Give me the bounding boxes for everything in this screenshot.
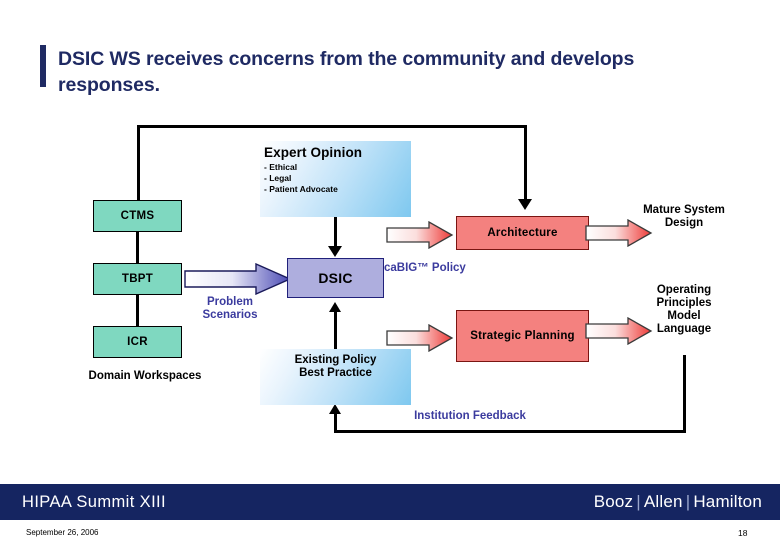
institution-feedback-label: Institution Feedback bbox=[414, 410, 526, 422]
dsic-label: DSIC bbox=[318, 270, 353, 286]
connector-top-vertical-right bbox=[524, 125, 527, 202]
architecture-to-mature-arrow-icon bbox=[585, 219, 653, 247]
output-box-architecture[interactable]: Architecture bbox=[456, 216, 589, 250]
problem-scenarios-label-line2: Scenarios bbox=[202, 309, 258, 321]
problem-scenarios-arrow-icon bbox=[184, 263, 292, 295]
connector-top-arrowhead-icon bbox=[518, 199, 532, 210]
existing-policy-line1: Existing Policy bbox=[294, 354, 377, 366]
right-label-mature-system-line1: Mature System bbox=[643, 204, 725, 216]
dsic-node[interactable]: DSIC bbox=[287, 258, 384, 298]
expert-opinion-bullet-ethical: - Ethical bbox=[264, 162, 298, 172]
expert-opinion-bullet-patient-advocate: - Patient Advocate bbox=[264, 184, 338, 194]
connector-feedback-vertical-right bbox=[683, 355, 686, 433]
connector-workspaces-spine bbox=[136, 231, 139, 263]
domain-workspaces-group-label: Domain Workspaces bbox=[88, 370, 202, 382]
right-label-mature-system-line2: Design bbox=[664, 217, 704, 229]
connector-top-horizontal bbox=[137, 125, 527, 128]
dsic-to-strategic-arrow-icon bbox=[386, 324, 454, 352]
expert-opinion-panel[interactable] bbox=[260, 141, 411, 217]
footer-date: September 26, 2006 bbox=[26, 528, 99, 537]
workspace-label-tbpt: TBPT bbox=[121, 273, 154, 285]
brand-logo-part-hamilton: Hamilton bbox=[693, 492, 762, 511]
connector-expert-to-dsic bbox=[334, 216, 337, 249]
connector-feedback-vertical-left bbox=[334, 413, 337, 433]
existing-policy-panel[interactable] bbox=[260, 349, 411, 405]
connector-policy-to-dsic bbox=[334, 310, 337, 350]
expert-opinion-bullet-legal: - Legal bbox=[264, 173, 292, 183]
right-label-operating-line3: Model bbox=[667, 310, 701, 322]
right-label-operating-line4: Language bbox=[656, 323, 712, 335]
brand-logo-separator-1: | bbox=[636, 492, 641, 511]
problem-scenarios-label-line1: Problem bbox=[206, 296, 253, 308]
right-label-operating-line2: Principles bbox=[656, 297, 712, 309]
workspace-label-ctms: CTMS bbox=[120, 210, 155, 222]
right-label-operating-line1: Operating bbox=[656, 284, 712, 296]
footer-page-number: 18 bbox=[738, 528, 748, 538]
connector-workspaces-spine-lower bbox=[136, 295, 139, 327]
brand-logo-part-booz: Booz bbox=[593, 492, 634, 511]
output-label-strategic-planning: Strategic Planning bbox=[470, 330, 575, 342]
title-accent-bar bbox=[40, 45, 46, 87]
dsic-to-architecture-arrow-icon bbox=[386, 221, 454, 249]
connector-feedback-horizontal bbox=[334, 430, 686, 433]
workspace-label-icr: ICR bbox=[127, 336, 148, 348]
output-box-strategic-planning[interactable]: Strategic Planning bbox=[456, 310, 589, 362]
workspace-box-icr[interactable]: ICR bbox=[93, 326, 182, 358]
page-title: DSIC WS receives concerns from the commu… bbox=[58, 48, 635, 96]
connector-expert-arrowhead-icon bbox=[328, 246, 342, 257]
footer-band bbox=[0, 484, 780, 520]
workspace-box-tbpt[interactable]: TBPT bbox=[93, 263, 182, 295]
brand-logo-part-allen: Allen bbox=[643, 492, 683, 511]
footer-title: HIPAA Summit XIII bbox=[22, 493, 167, 511]
workspace-box-ctms[interactable]: CTMS bbox=[93, 200, 182, 232]
brand-logo-separator-2: | bbox=[685, 492, 691, 511]
existing-policy-line2: Best Practice bbox=[299, 367, 372, 379]
expert-opinion-title: Expert Opinion bbox=[264, 145, 363, 160]
connector-top-vertical-left bbox=[137, 125, 140, 205]
brand-logo: Booz|Allen|Hamilton bbox=[594, 492, 762, 512]
connector-policy-arrowhead-icon bbox=[329, 302, 341, 312]
strategic-to-operating-arrow-icon bbox=[585, 317, 653, 345]
connector-feedback-arrowhead-icon bbox=[329, 404, 341, 414]
cabig-policy-label: caBIG™ Policy bbox=[384, 262, 466, 274]
output-label-architecture: Architecture bbox=[487, 227, 558, 239]
